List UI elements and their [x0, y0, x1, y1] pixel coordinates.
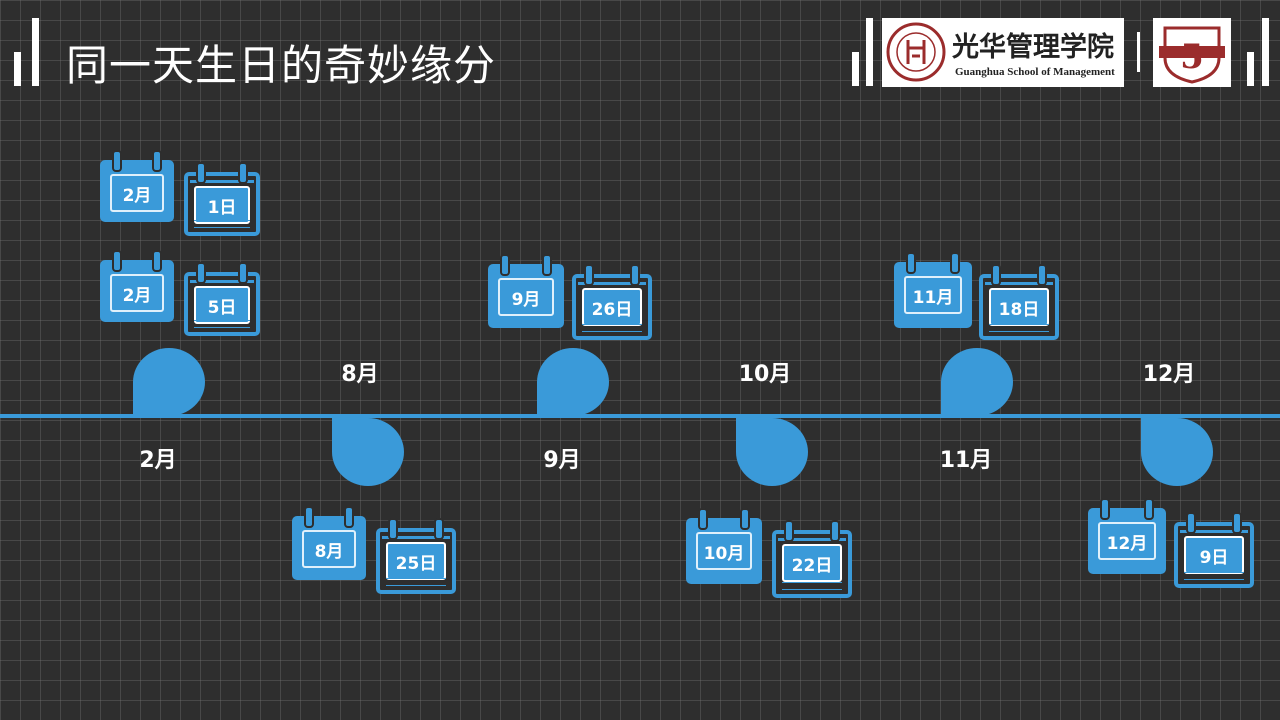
- calendar-month-icon: 2月: [100, 250, 174, 322]
- header-right-bar-short: [1247, 52, 1254, 86]
- title-accent-bar-tall: [32, 18, 39, 86]
- calendar-day-icon: 5日: [184, 262, 260, 336]
- calendar-day-icon: 25日: [376, 518, 456, 594]
- calendar-month-text: 10月: [696, 532, 752, 570]
- calendar-day-text: 25日: [386, 542, 446, 580]
- calendar-month-text: 11月: [904, 276, 962, 314]
- timeline-label-sep: 9月: [543, 448, 581, 473]
- timeline-label-feb: 2月: [139, 448, 177, 473]
- timeline-marker-feb: [133, 348, 205, 416]
- timeline-marker-dec: [1141, 418, 1213, 486]
- calendar-day-text: 5日: [194, 286, 250, 324]
- peking-university-seal-icon: 光华管理学院 Guanghua School of Management: [886, 22, 1115, 82]
- timeline-marker-aug: [332, 418, 404, 486]
- calendar-day-text: 1日: [194, 186, 250, 224]
- timeline-label-dec: 12月: [1142, 362, 1196, 387]
- header-right-bar-tall: [1262, 18, 1269, 86]
- calendar-day-icon: 18日: [979, 264, 1059, 340]
- calendar-month-icon: 8月: [292, 506, 366, 580]
- calendar-month-text: 2月: [110, 274, 164, 312]
- calendar-day-text: 18日: [989, 288, 1049, 326]
- timeline-label-nov: 11月: [939, 448, 993, 473]
- calendar-day-icon: 9日: [1174, 512, 1254, 588]
- school-cn-name: 光华管理学院: [951, 31, 1114, 63]
- timeline-marker-oct: [736, 418, 808, 486]
- calendar-day-icon: 1日: [184, 162, 260, 236]
- guanghua-logo: 光华管理学院 Guanghua School of Management: [882, 18, 1124, 87]
- timeline-label-aug: 8月: [341, 362, 379, 387]
- timeline-line: [0, 414, 1280, 418]
- calendar-month-text: 8月: [302, 530, 356, 568]
- calendar-day-text: 9日: [1184, 536, 1244, 574]
- logo-divider-bar-1: [852, 52, 859, 86]
- calendar-month-text: 2月: [110, 174, 164, 212]
- logo-divider-bar-2: [866, 18, 873, 86]
- calendar-day-text: 26日: [582, 288, 642, 326]
- timeline-marker-nov: [941, 348, 1013, 416]
- calendar-month-icon: 2月: [100, 150, 174, 222]
- badge-number: 5: [1180, 37, 1204, 77]
- school-en-name: Guanghua School of Management: [955, 66, 1115, 78]
- calendar-month-text: 12月: [1098, 522, 1156, 560]
- calendar-day-icon: 22日: [772, 520, 852, 598]
- shield-badge-icon: 5: [1159, 26, 1225, 84]
- calendar-day-text: 22日: [782, 544, 842, 582]
- logo-divider-bar-3: [1137, 32, 1140, 72]
- calendar-month-icon: 10月: [686, 508, 762, 584]
- calendar-month-icon: 9月: [488, 254, 564, 328]
- page-title: 同一天生日的奇妙缘分: [66, 41, 497, 90]
- calendar-month-text: 9月: [498, 278, 554, 316]
- calendar-month-icon: 12月: [1088, 498, 1166, 574]
- timeline-label-oct: 10月: [738, 362, 792, 387]
- title-accent-bar-short: [14, 52, 21, 86]
- calendar-month-icon: 11月: [894, 252, 972, 328]
- timeline-marker-sep: [537, 348, 609, 416]
- anniversary-badge: 5: [1153, 18, 1231, 87]
- calendar-day-icon: 26日: [572, 264, 652, 340]
